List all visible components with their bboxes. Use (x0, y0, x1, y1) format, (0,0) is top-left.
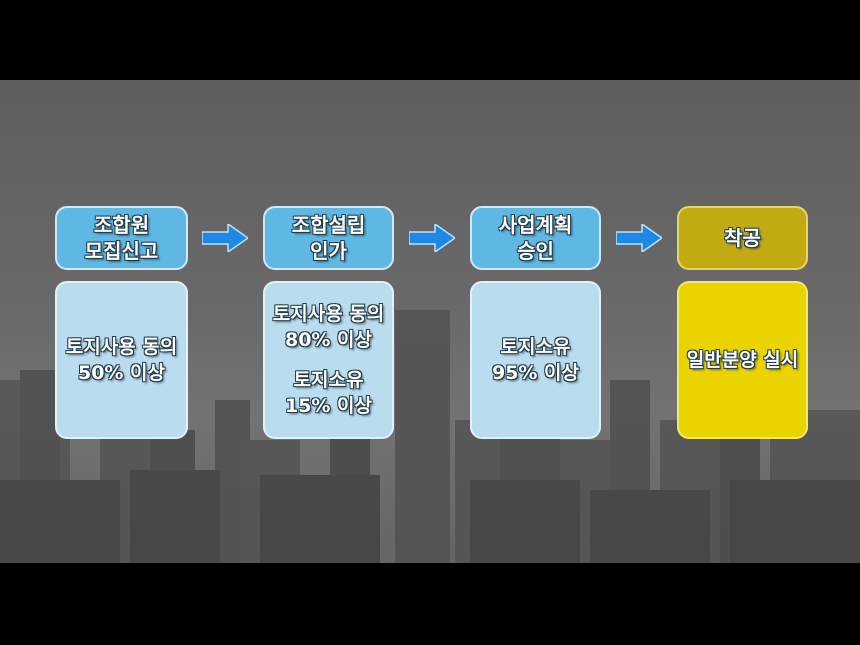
step-4-detail-line-1: 일반분양 실시 (686, 349, 799, 371)
step-3-detail-line-1: 토지소유 (500, 336, 571, 358)
step-1-detail-line-2: 50% 이상 (77, 362, 166, 384)
step-1-header: 조합원 모집신고 (55, 206, 188, 270)
step-3-title-line-1: 사업계획 (498, 213, 573, 237)
step-2-title-line-2: 인가 (310, 239, 347, 263)
step-3-detail-line-2: 95% 이상 (491, 362, 580, 384)
step-2-detail-line-1: 토지사용 동의 (272, 303, 385, 325)
arrow-right-icon (202, 224, 248, 252)
step-4-title: 착공 (724, 226, 761, 250)
step-1-title-line-1: 조합원 (93, 213, 150, 237)
step-2-title-line-1: 조합설립 (291, 213, 366, 237)
step-1-title-line-2: 모집신고 (84, 239, 159, 263)
step-2-detail-line-3: 토지소유 (293, 369, 364, 391)
arrow-right-icon (409, 224, 455, 252)
step-1-body: 토지사용 동의 50% 이상 (55, 281, 188, 439)
arrow-right-icon (616, 224, 662, 252)
step-2-header: 조합설립 인가 (263, 206, 394, 270)
step-3-header: 사업계획 승인 (470, 206, 601, 270)
step-3-title-line-2: 승인 (517, 239, 554, 263)
step-2-detail-line-4: 15% 이상 (284, 395, 373, 417)
step-3-body: 토지소유 95% 이상 (470, 281, 601, 439)
step-1-detail-line-1: 토지사용 동의 (65, 336, 178, 358)
step-2-body: 토지사용 동의 80% 이상 토지소유 15% 이상 (263, 281, 394, 439)
step-4-body: 일반분양 실시 (677, 281, 808, 439)
step-2-detail-line-2: 80% 이상 (284, 329, 373, 351)
step-4-header: 착공 (677, 206, 808, 270)
